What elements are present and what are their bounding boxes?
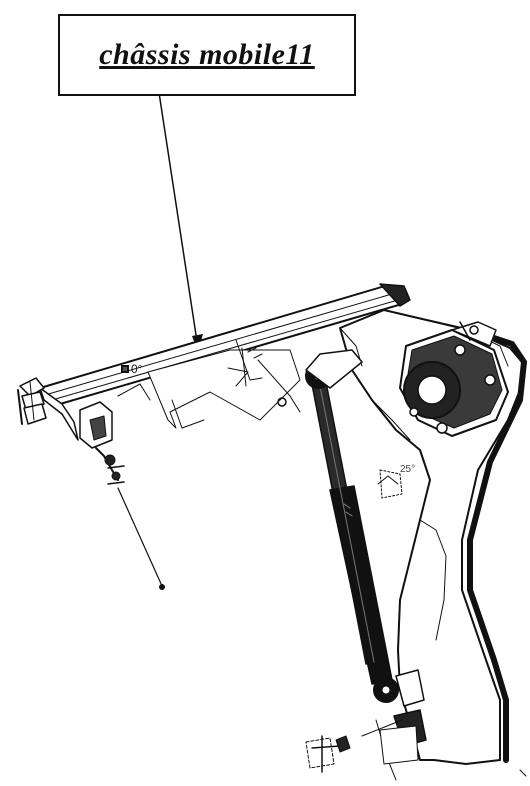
callout-box: châssis mobile11	[58, 14, 356, 96]
left-claw	[17, 377, 47, 425]
dimension-marks	[247, 347, 527, 777]
gearbox-housing	[399, 321, 509, 437]
angle-annotation-2: 25°	[400, 464, 416, 475]
lower-pivot	[361, 669, 427, 781]
callout-label: châssis mobile11	[99, 38, 315, 71]
hydraulic-cylinder	[305, 349, 393, 685]
hanging-suspension	[79, 401, 165, 590]
angle-square-icon	[121, 365, 129, 373]
angle-annotation: 0°	[121, 362, 142, 376]
mid-bracket	[117, 339, 301, 429]
chassis-beam	[39, 283, 411, 441]
angle-value: 0°	[131, 362, 143, 376]
callout-leader-arrow	[157, 85, 203, 352]
coordinate-axes	[305, 735, 351, 773]
